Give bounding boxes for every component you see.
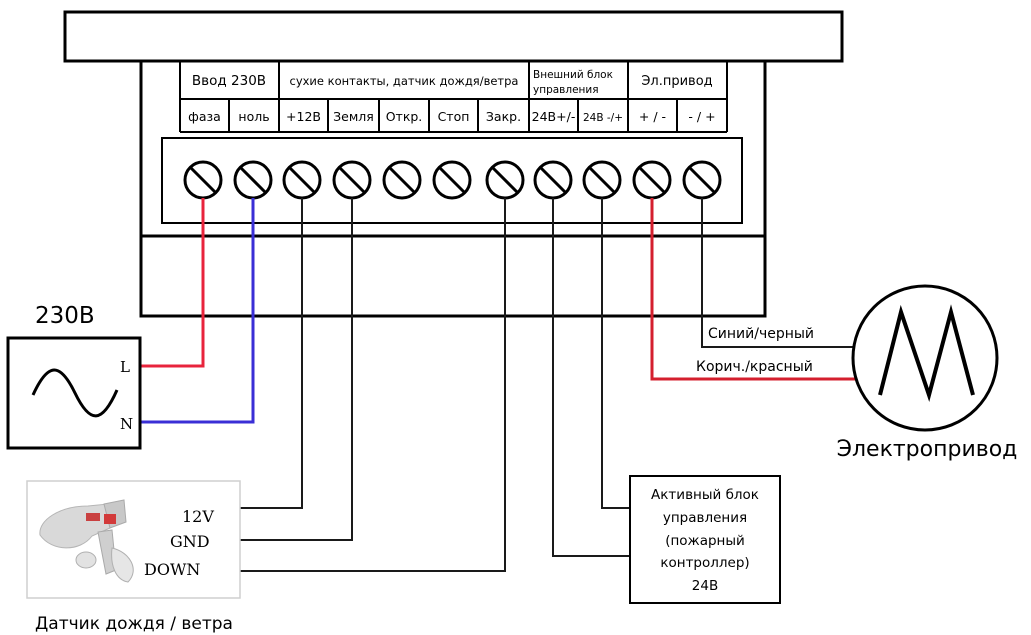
screw-terminal-open bbox=[382, 160, 422, 200]
power-source-title: 230В bbox=[35, 303, 95, 329]
controller-24v-plus-wire bbox=[552, 198, 630, 557]
terminal-label-phase: фаза bbox=[188, 109, 221, 124]
motor: Синий/черный Корич./красный Электроприво… bbox=[696, 284, 1018, 462]
screw-terminal-motor-minus bbox=[682, 160, 722, 200]
fire-controller-box bbox=[629, 475, 781, 604]
screw-terminal-24v-minus bbox=[582, 160, 622, 200]
screw-terminal-motor-plus bbox=[632, 160, 672, 200]
fire-controller-line1: Активный блок bbox=[651, 487, 759, 503]
header-external-unit-line1: Внешний блок bbox=[533, 69, 613, 81]
screw-terminal-phase bbox=[183, 160, 223, 200]
controller-24v-minus-wire bbox=[601, 198, 630, 509]
neutral-wire bbox=[140, 198, 255, 424]
power-source: 230В L N bbox=[6, 303, 142, 450]
fire-controller: Активный блок управления (пожарный контр… bbox=[629, 475, 781, 604]
terminal-label-row: фаза ноль +12В Земля Откр. Стоп Закр. 24В+/- 24В… bbox=[188, 99, 716, 132]
power-pin-n: N bbox=[120, 415, 133, 433]
sensor-down-wire bbox=[240, 198, 506, 572]
motor-m-icon bbox=[851, 284, 999, 432]
terminal-label-24v-plus: 24В+/- bbox=[532, 109, 576, 124]
sensor-12v-wire bbox=[240, 198, 303, 509]
screw-terminal-neutral bbox=[233, 160, 273, 200]
terminal-label-close: Закр. bbox=[486, 109, 521, 124]
terminal-label-motor-plus: + / - bbox=[639, 109, 666, 124]
screw-terminal-stop bbox=[432, 160, 472, 200]
screw-terminal-plus-12v bbox=[282, 160, 322, 200]
screw-terminal-ground bbox=[332, 160, 372, 200]
terminal-label-motor-minus: - / + bbox=[688, 109, 715, 124]
terminal-label-plus-12v: +12В bbox=[286, 109, 321, 124]
fire-controller-line4: контроллер) bbox=[660, 555, 749, 571]
terminal-label-ground: Земля bbox=[333, 109, 374, 124]
sensor-pin-12v: 12V bbox=[182, 507, 214, 526]
header-motor: Эл.привод bbox=[641, 74, 712, 89]
terminal-label-open: Откр. bbox=[386, 109, 423, 124]
terminal-label-stop: Стоп bbox=[438, 109, 470, 124]
ac-sine-wave-icon bbox=[31, 368, 119, 418]
sensor-caption: Датчик дождя / ветра bbox=[35, 614, 233, 634]
fire-controller-line2: управления bbox=[663, 510, 747, 526]
motor-brown-red-wire bbox=[650, 198, 855, 381]
motor-wire-brown-red-label: Корич./красный bbox=[696, 359, 813, 375]
wires bbox=[140, 198, 855, 572]
rain-wind-sensor-icon bbox=[39, 499, 134, 583]
screw-terminals bbox=[183, 160, 722, 200]
fire-controller-line5: 24В bbox=[692, 578, 718, 594]
motor-wire-blue-black-label: Синий/черный bbox=[708, 326, 814, 342]
sensor-box bbox=[26, 480, 241, 599]
header-dry-contacts: сухие контакты, датчик дождя/ветра bbox=[290, 74, 519, 88]
rain-wind-sensor: 12V GND DOWN Датчик дождя / ветра bbox=[26, 480, 241, 634]
power-pin-l: L bbox=[120, 358, 130, 376]
phase-wire bbox=[140, 198, 205, 368]
screw-terminal-close bbox=[485, 160, 525, 200]
sensor-pin-down: DOWN bbox=[144, 560, 200, 579]
terminal-label-24v-minus: 24В -/+ bbox=[583, 112, 623, 124]
sensor-gnd-wire bbox=[240, 198, 353, 541]
screw-terminal-24v-plus bbox=[533, 160, 573, 200]
fire-controller-line3: (пожарный bbox=[665, 533, 745, 549]
sensor-pin-gnd: GND bbox=[170, 532, 210, 551]
header-external-unit-line2: управления bbox=[533, 84, 599, 96]
terminal-label-neutral: ноль bbox=[238, 109, 269, 124]
motor-caption: Электропривод bbox=[837, 437, 1018, 462]
header-power-input: Ввод 230В bbox=[192, 73, 266, 89]
motor-blue-black-wire bbox=[701, 198, 855, 348]
